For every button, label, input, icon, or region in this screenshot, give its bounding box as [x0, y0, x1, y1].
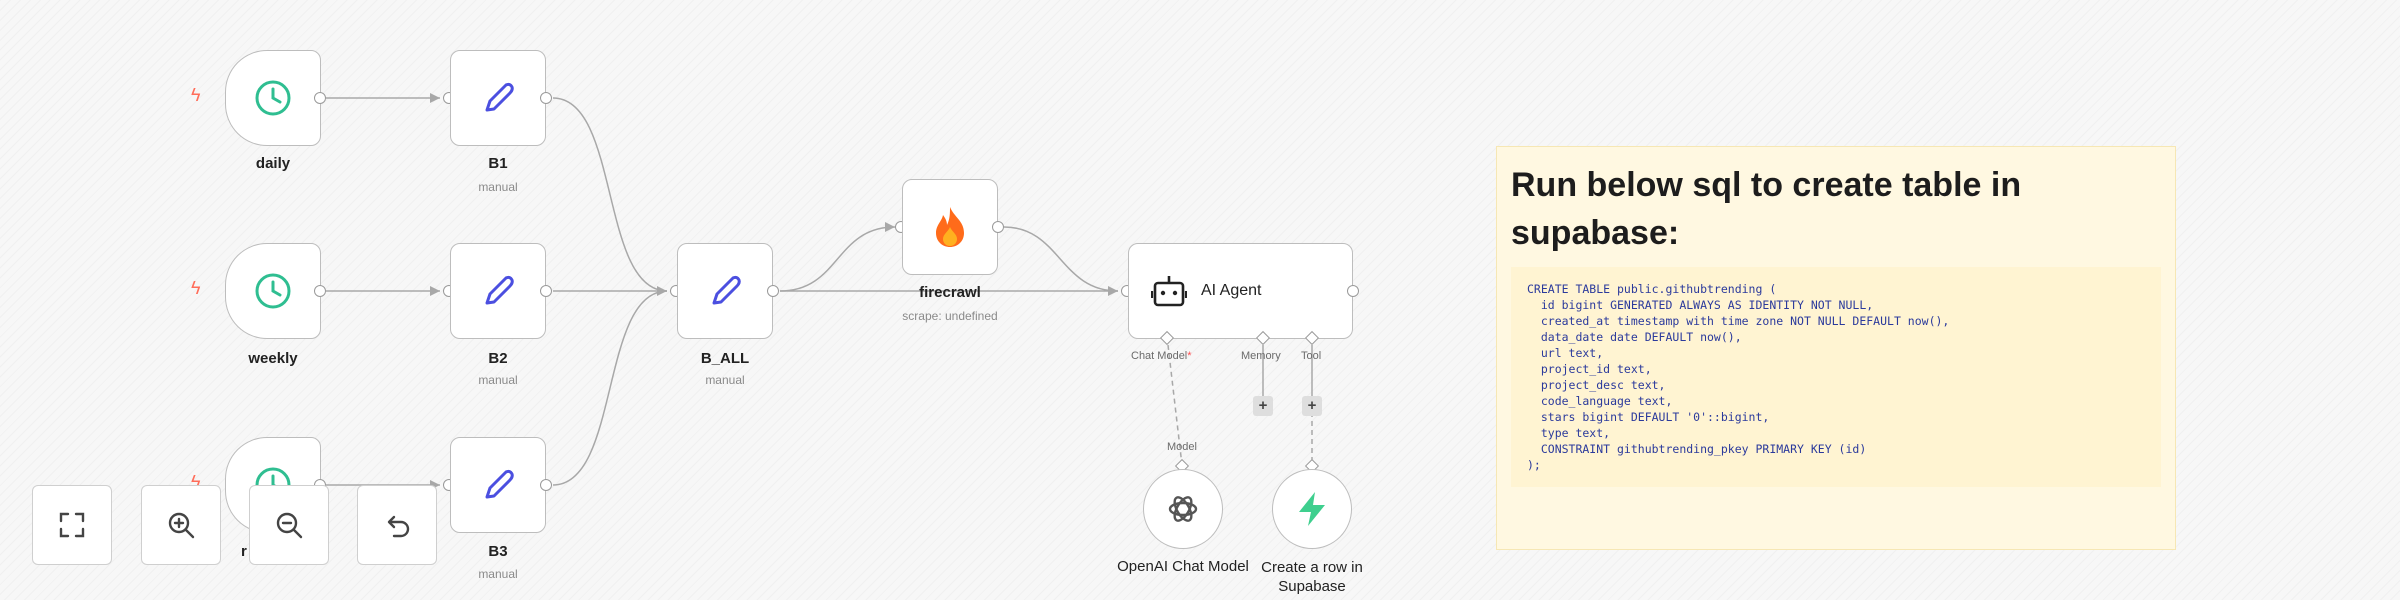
- pencil-icon: [485, 469, 514, 499]
- output-handle[interactable]: [540, 479, 552, 491]
- node-subtitle: manual: [478, 180, 518, 194]
- output-handle[interactable]: [540, 92, 552, 104]
- output-handle[interactable]: [1347, 285, 1359, 297]
- output-handle[interactable]: [540, 285, 552, 297]
- reset-zoom-button[interactable]: [357, 485, 437, 565]
- node-weekly[interactable]: [225, 243, 321, 339]
- add-tool-button[interactable]: +: [1302, 396, 1322, 416]
- robot-icon: [1151, 276, 1187, 307]
- undo-icon: [387, 515, 410, 538]
- node-daily[interactable]: [225, 50, 321, 146]
- output-handle[interactable]: [767, 285, 779, 297]
- add-memory-button[interactable]: +: [1253, 396, 1273, 416]
- node-firecrawl[interactable]: [902, 179, 998, 275]
- output-handle[interactable]: [314, 285, 326, 297]
- trigger-bolt-icon: ϟ: [191, 278, 201, 298]
- node-subtitle: manual: [478, 567, 518, 581]
- zoom-out-button[interactable]: [249, 485, 329, 565]
- node-label: B3: [488, 543, 508, 560]
- node-subtitle: manual: [478, 373, 518, 387]
- tool-port-label: Tool: [1301, 350, 1322, 362]
- fit-view-button[interactable]: [32, 485, 112, 565]
- node-subtitle: manual: [705, 373, 745, 387]
- sticky-note-title: Run below sql to create table in supabas…: [1511, 166, 2022, 252]
- node-create-row-supabase[interactable]: [1272, 469, 1352, 549]
- supabase-bolt-icon: [1299, 492, 1325, 526]
- zoom-in-icon: [168, 512, 195, 539]
- zoom-out-icon: [276, 512, 303, 539]
- edge-ball-firecrawl: [779, 226, 896, 292]
- node-b3[interactable]: [450, 437, 546, 533]
- node-b-all[interactable]: [677, 243, 773, 339]
- sticky-note[interactable]: Run below sql to create table in supabas…: [1496, 146, 2176, 550]
- zoom-in-button[interactable]: [141, 485, 221, 565]
- chat-model-port-label: Chat Model*: [1131, 350, 1192, 362]
- edge-firecrawl-agent: [1003, 226, 1119, 292]
- node-subtitle: scrape: undefined: [902, 309, 998, 323]
- node-openai-chat-model[interactable]: [1143, 469, 1223, 549]
- openai-icon: [1168, 496, 1198, 522]
- node-label: OpenAI Chat Model: [1117, 558, 1249, 575]
- node-b1[interactable]: [450, 50, 546, 146]
- model-port-label: Model: [1167, 441, 1197, 453]
- edge-b3-ball: [552, 290, 668, 486]
- fullscreen-icon: [59, 512, 85, 538]
- trigger-bolt-icon: ϟ: [191, 85, 201, 105]
- output-handle[interactable]: [992, 221, 1004, 233]
- memory-port-label: Memory: [1241, 350, 1281, 362]
- pencil-icon: [485, 82, 514, 112]
- node-label: weekly: [248, 350, 298, 367]
- node-ai-agent[interactable]: AI Agent: [1128, 243, 1353, 339]
- agent-title: AI Agent: [1201, 282, 1262, 299]
- node-label: B1: [488, 155, 508, 172]
- node-label: B2: [488, 350, 508, 367]
- node-label: r: [241, 543, 247, 560]
- node-label: B_ALL: [700, 350, 750, 367]
- clock-icon: [255, 273, 291, 309]
- trigger-bolt-icon: ϟ: [191, 472, 201, 492]
- output-handle[interactable]: [314, 92, 326, 104]
- flame-icon: [936, 207, 964, 247]
- node-label: firecrawl: [919, 284, 981, 301]
- edge-b1-ball: [552, 97, 668, 292]
- node-b2[interactable]: [450, 243, 546, 339]
- pencil-icon: [712, 275, 741, 305]
- node-label: daily: [255, 155, 291, 172]
- pencil-icon: [485, 275, 514, 305]
- sql-code-block: CREATE TABLE public.githubtrending ( id …: [1511, 267, 2161, 487]
- clock-icon: [255, 80, 291, 116]
